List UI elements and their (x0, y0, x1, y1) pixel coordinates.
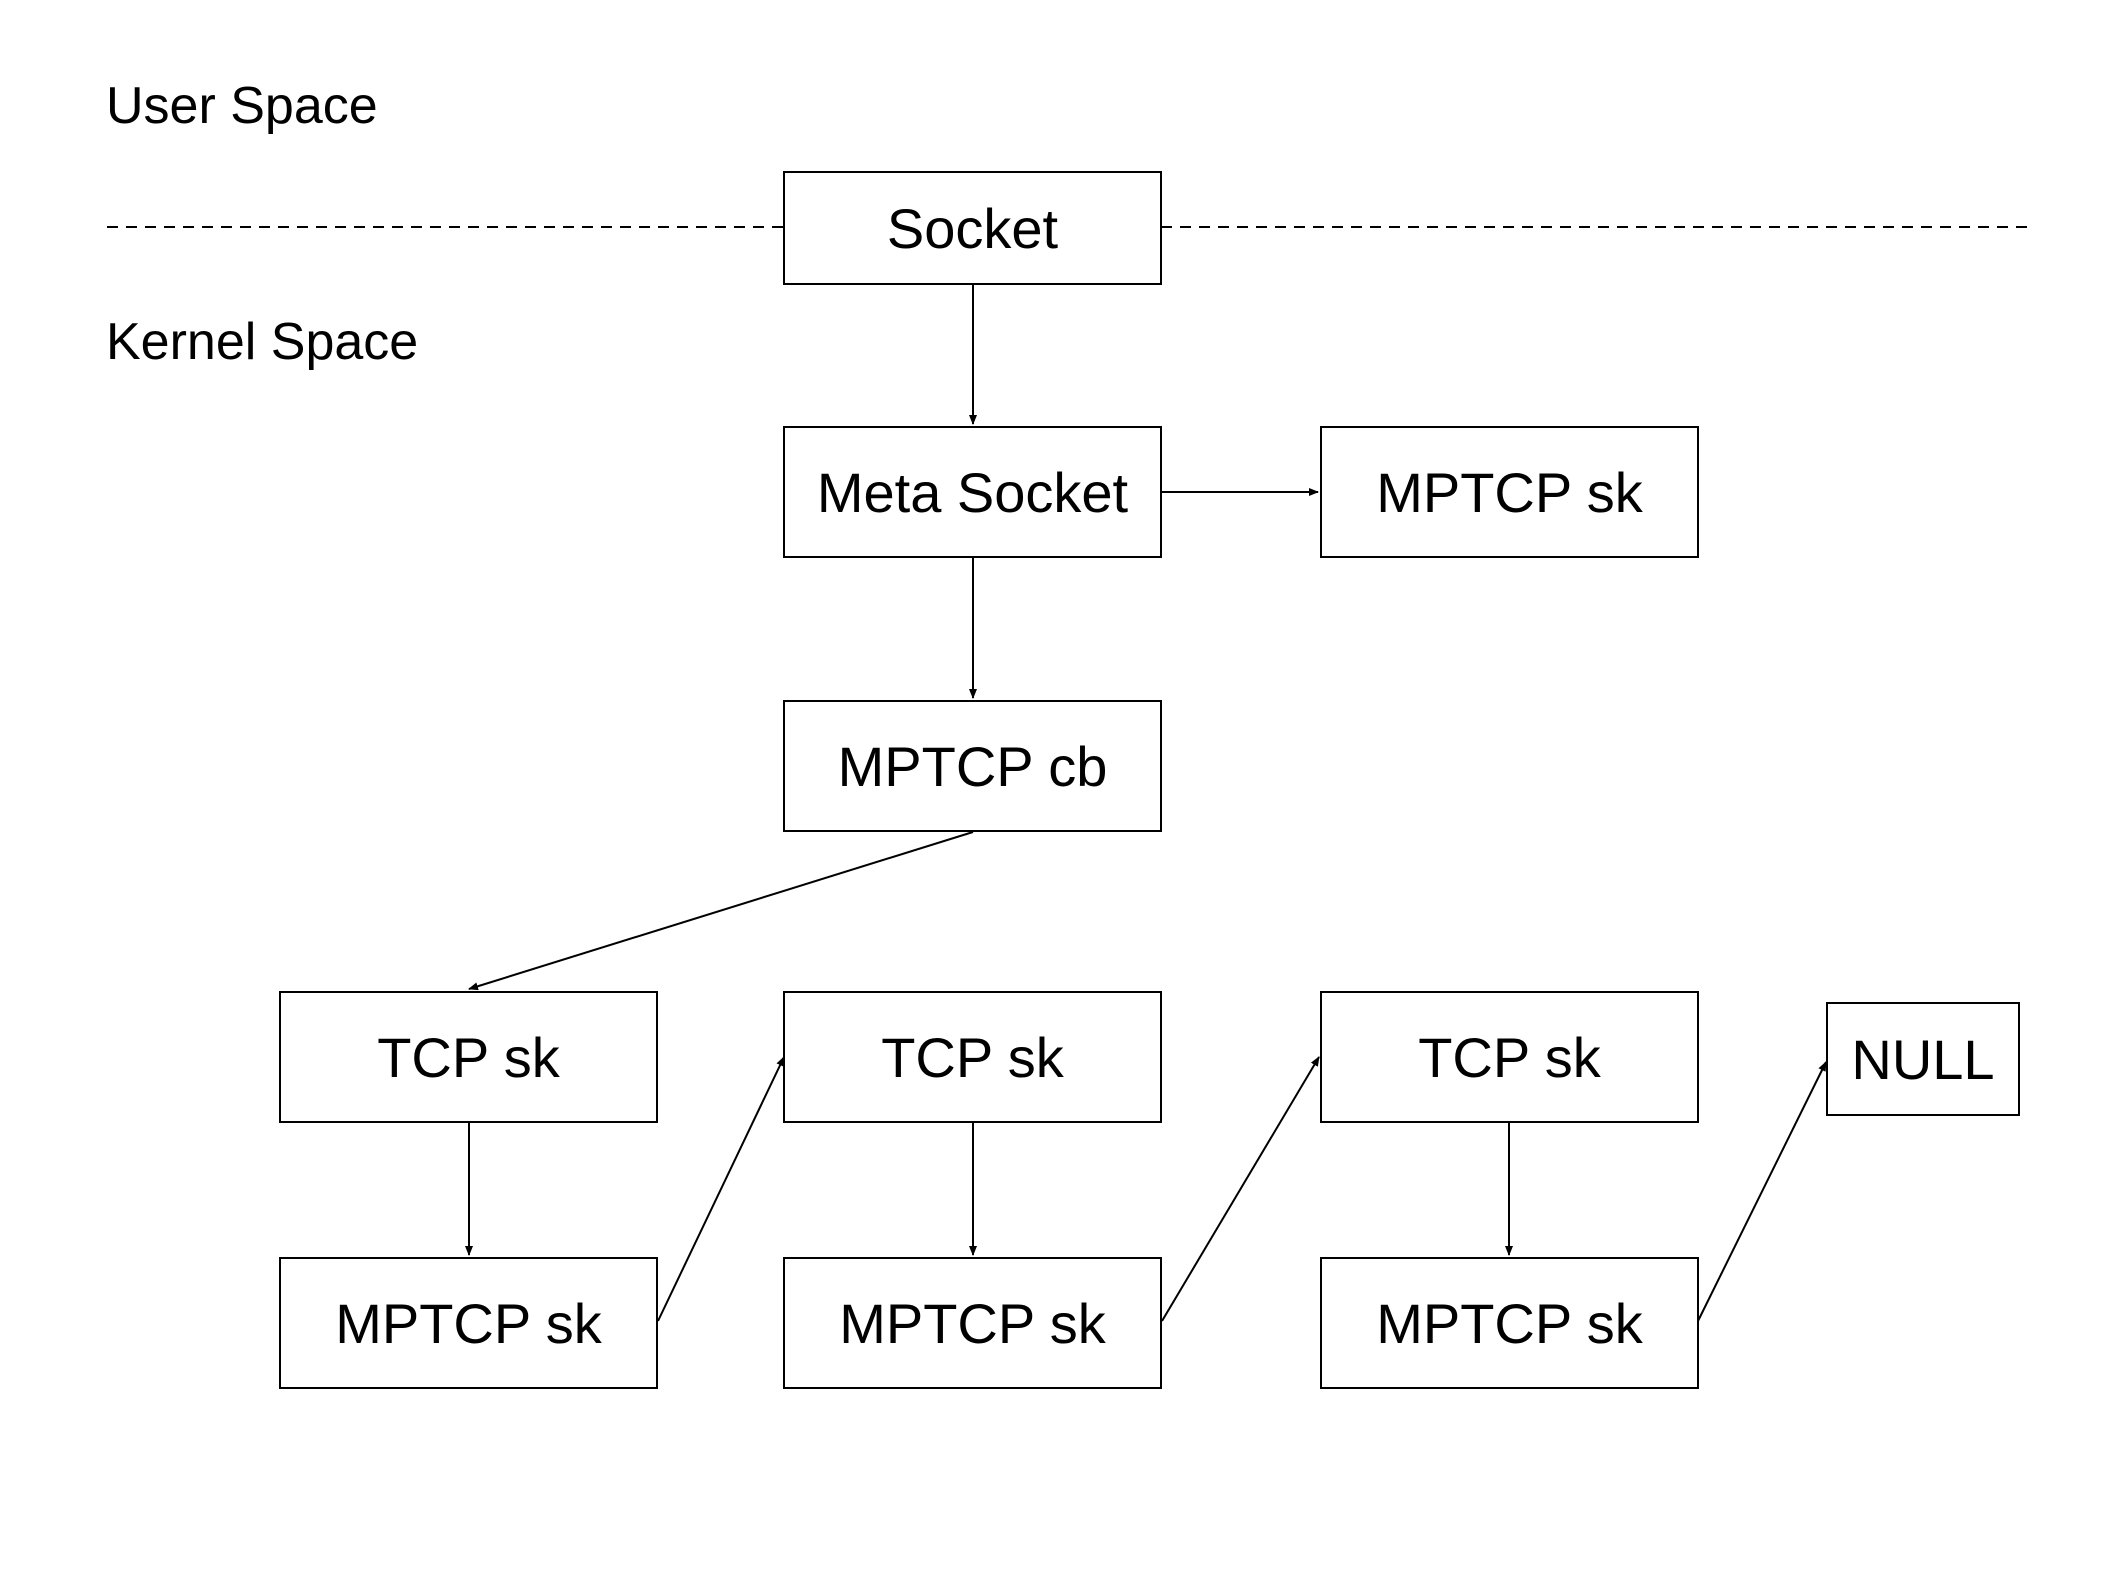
edge-mptcp-sk-1-to-tcp-sk-2 (657, 1056, 785, 1322)
meta-socket-node: Meta Socket (783, 426, 1162, 558)
mptcp-cb-node: MPTCP cb (783, 700, 1162, 832)
edge-mptcp-sk-2-to-tcp-sk-3 (1161, 1056, 1320, 1322)
tcp-sk-node-3: TCP sk (1320, 991, 1699, 1123)
null-node: NULL (1826, 1002, 2020, 1116)
socket-node: Socket (783, 171, 1162, 285)
mptcp-sk-node-1: MPTCP sk (279, 1257, 658, 1389)
mptcp-sk-node-2: MPTCP sk (783, 1257, 1162, 1389)
mptcp-sk-node-3: MPTCP sk (1320, 1257, 1699, 1389)
user-space-label: User Space (106, 77, 378, 135)
edge-mptcp-cb-to-tcp-sk-1 (468, 831, 974, 991)
mptcp-sk-meta-node: MPTCP sk (1320, 426, 1699, 558)
tcp-sk-node-2: TCP sk (783, 991, 1162, 1123)
kernel-space-label: Kernel Space (106, 313, 419, 371)
tcp-sk-node-1: TCP sk (279, 991, 658, 1123)
edge-mptcp-sk-3-to-null (1697, 1061, 1827, 1322)
